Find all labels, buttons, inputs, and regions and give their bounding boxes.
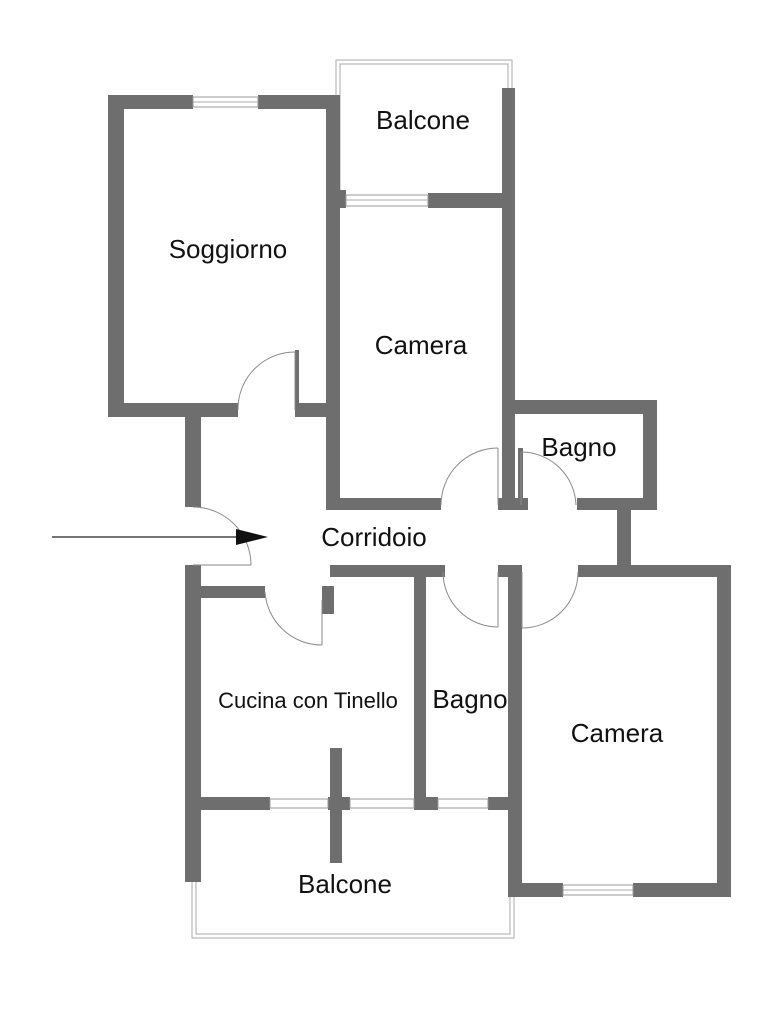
door-bagno-bottom-swing xyxy=(442,571,499,628)
label-bagno-bottom: Bagno xyxy=(432,684,507,714)
door-camera-top-swing xyxy=(440,447,499,506)
door-entrance-swing xyxy=(192,506,252,566)
window-cucina-1 xyxy=(269,798,329,809)
entrance-arrow xyxy=(52,529,268,545)
window-bagno-bottom xyxy=(437,798,489,809)
label-balcone-bottom: Balcone xyxy=(298,869,392,899)
label-camera-top: Camera xyxy=(375,330,468,360)
label-soggiorno: Soggiorno xyxy=(169,234,288,264)
window-cucina-2 xyxy=(349,798,415,809)
label-bagno-top: Bagno xyxy=(541,432,616,462)
doors xyxy=(192,351,579,646)
door-cucina-swing xyxy=(264,591,323,646)
door-camera-bottom-swing xyxy=(521,571,579,629)
windows xyxy=(192,96,634,896)
door-bagno-top-swing xyxy=(520,451,577,506)
door-soggiorno-swing xyxy=(237,351,296,411)
label-corridoio: Corridoio xyxy=(321,522,427,552)
label-camera-bottom: Camera xyxy=(571,718,664,748)
label-balcone-top: Balcone xyxy=(376,105,470,135)
walls xyxy=(108,88,731,897)
balcony-bottom-railing xyxy=(191,880,515,939)
label-cucina: Cucina con Tinello xyxy=(218,688,398,713)
room-labels: Balcone Soggiorno Camera Bagno Corridoio… xyxy=(169,105,664,899)
